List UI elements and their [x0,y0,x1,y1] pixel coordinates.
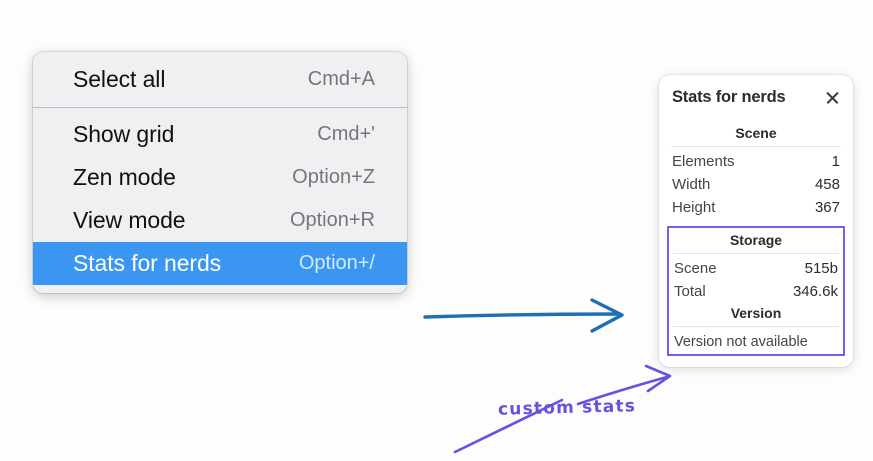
close-icon[interactable] [824,89,841,106]
divider [673,253,839,254]
stat-row-height: Height 367 [668,196,844,219]
menu-item-label: Stats for nerds [73,250,222,276]
version-note: Version not available [674,334,808,350]
menu-item-show-grid[interactable]: Show grid Cmd+' [33,113,407,156]
menu-item-shortcut: Cmd+' [317,123,375,145]
custom-stats-annotation-label: custom stats [497,396,637,420]
version-section: Version Version not available [670,303,842,351]
storage-section: Storage Scene 515b Total 346.6k [670,230,842,303]
stat-key: Total [674,283,706,300]
menu-item-label: View mode [73,207,186,233]
stat-row-storage-scene: Scene 515b [670,257,842,280]
menu-item-label: Show grid [73,121,175,147]
stats-for-nerds-panel: Stats for nerds Scene Elements 1 Width 4… [659,75,853,367]
stat-row-elements: Elements 1 [668,150,844,173]
stat-value: 1 [831,153,840,170]
menu-item-label: Select all [73,66,166,92]
stat-key: Height [672,199,716,216]
menu-item-shortcut: Option+/ [298,252,375,274]
stat-key: Scene [674,260,717,277]
menu-item-shortcut: Option+Z [292,166,375,188]
arrow-menu-to-panel-icon [423,298,624,333]
menu-item-select-all[interactable]: Select all Cmd+A [33,58,407,101]
menu-group-2: Show grid Cmd+' Zen mode Option+Z View m… [33,113,407,285]
menu-item-label: Zen mode [73,164,176,190]
divider [673,326,839,327]
menu-item-stats-for-nerds[interactable]: Stats for nerds Option+/ [33,242,407,285]
custom-stats-highlight-region: Storage Scene 515b Total 346.6k Version … [667,226,845,356]
stat-row-storage-total: Total 346.6k [670,280,842,303]
menu-separator [33,107,407,108]
divider [671,146,841,147]
panel-header: Stats for nerds [668,87,844,107]
version-heading: Version [730,305,782,321]
scene-section: Scene Elements 1 Width 458 Height 367 [668,123,844,219]
panel-title: Stats for nerds [672,88,786,106]
menu-item-view-mode[interactable]: View mode Option+R [33,199,407,242]
scene-heading: Scene [735,125,777,141]
menu-item-zen-mode[interactable]: Zen mode Option+Z [33,156,407,199]
stat-value: 458 [814,176,840,193]
context-menu: Select all Cmd+A Show grid Cmd+' Zen mod… [33,52,407,293]
stat-value: 367 [814,199,840,216]
stat-row-width: Width 458 [668,173,844,196]
storage-heading: Storage [729,232,783,248]
menu-item-shortcut: Option+R [289,209,375,231]
stat-key: Width [672,176,711,193]
menu-group-1: Select all Cmd+A [33,58,407,101]
stat-key: Elements [672,153,735,170]
stat-value: 346.6k [792,283,838,300]
stat-value: 515b [804,260,838,277]
menu-item-shortcut: Cmd+A [307,68,375,90]
